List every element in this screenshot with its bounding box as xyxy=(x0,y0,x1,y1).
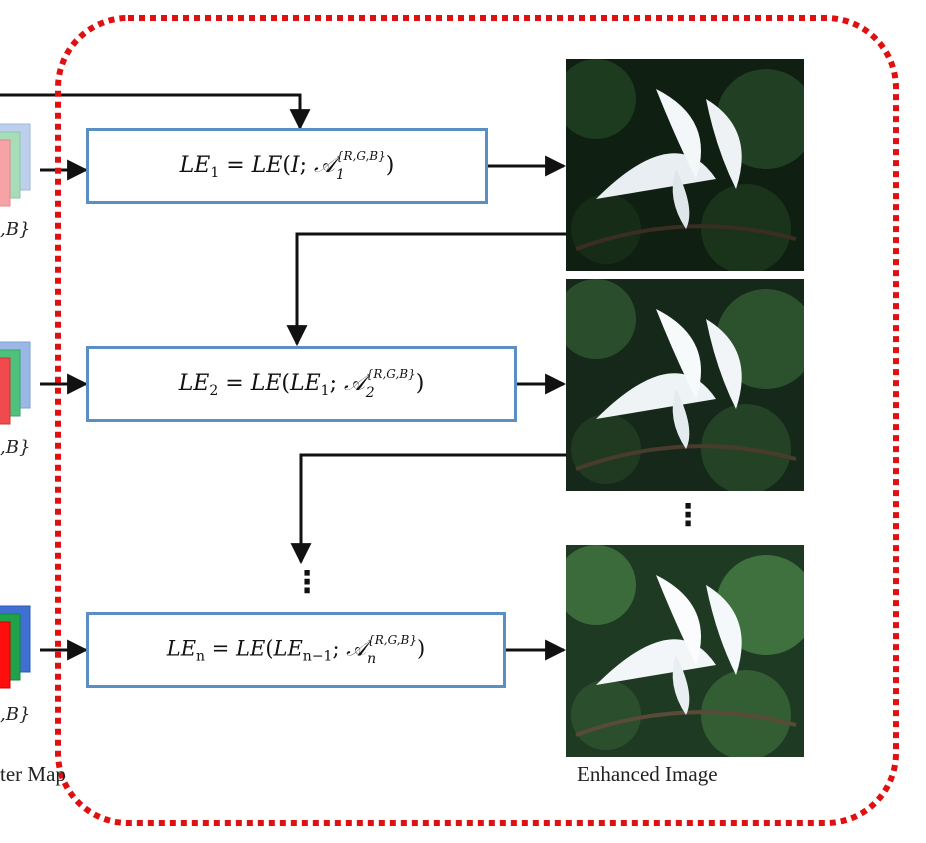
equation-box-n: LEn = LE(LEn−1; 𝒜{R,G,B}n) xyxy=(86,612,506,688)
parameter-set-label-2: ,B} xyxy=(0,437,31,458)
parameter-map-stack-1 xyxy=(0,123,31,207)
egret-photo-1 xyxy=(566,59,804,271)
enhanced-image-2 xyxy=(566,279,804,491)
egret-photo-2 xyxy=(566,279,804,491)
enhanced-image-1 xyxy=(566,59,804,271)
parameter-map-caption: ter Map xyxy=(0,762,66,786)
vertical-ellipsis-left: ⋮ xyxy=(292,565,322,600)
equation-le2: LE2 = LE(LE1; 𝒜{R,G,B}2) xyxy=(178,367,425,401)
input-connector xyxy=(0,93,311,131)
equation-le1: LE1 = LE(I; 𝒜{R,G,B}1) xyxy=(179,149,395,183)
parameter-set-label-1: ,B} xyxy=(0,219,31,240)
vertical-ellipsis-images: ⋮ xyxy=(673,498,703,533)
enhanced-image-n xyxy=(566,545,804,757)
egret-photo-n xyxy=(566,545,804,757)
enhanced-image-caption: Enhanced Image xyxy=(577,762,718,786)
parameter-set-label-n: ,B} xyxy=(0,704,31,725)
equation-box-2: LE2 = LE(LE1; 𝒜{R,G,B}2) xyxy=(86,346,517,422)
parameter-map-stack-n xyxy=(0,605,31,689)
highlight-region xyxy=(55,15,899,826)
feedback-connector-1 xyxy=(286,232,566,347)
feedback-connector-2 xyxy=(290,453,566,565)
parameter-map-stack-2 xyxy=(0,341,31,425)
equation-box-1: LE1 = LE(I; 𝒜{R,G,B}1) xyxy=(86,128,488,204)
equation-len: LEn = LE(LEn−1; 𝒜{R,G,B}n) xyxy=(166,633,426,667)
